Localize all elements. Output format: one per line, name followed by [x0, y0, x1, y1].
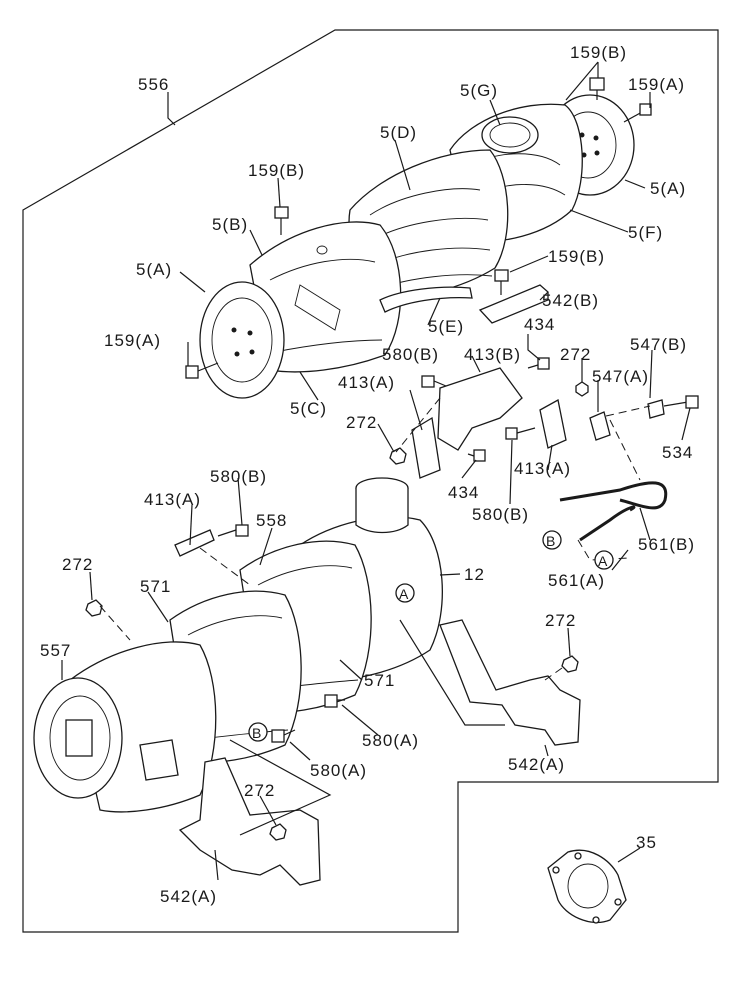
- label-159b-top: 159(B): [570, 43, 627, 62]
- label-272-e: 272: [244, 781, 275, 800]
- bracket-413a-right: [539, 398, 567, 449]
- bolt-434-bot: [467, 449, 486, 462]
- bolt-580a-b: [271, 729, 296, 743]
- bracket-542a-right: [439, 619, 581, 746]
- clamp-5e: [379, 286, 473, 313]
- leader-lines: [61, 61, 691, 881]
- bolt-159b-top: [589, 77, 605, 100]
- bracket-542b: [478, 284, 549, 324]
- callout-labels: 556 159(B) 159(A) 5(G) 5(D) 5(A) 5(F) 15…: [40, 43, 695, 906]
- assembly-frame: [22, 29, 719, 933]
- pipe-561b: [559, 481, 668, 510]
- end-flange-left: [199, 281, 285, 399]
- label-556: 556: [138, 75, 169, 94]
- marker-b-body: B: [252, 725, 262, 741]
- label-35: 35: [636, 833, 657, 852]
- label-5d: 5(D): [380, 123, 417, 142]
- label-413a-c: 413(A): [144, 490, 201, 509]
- pipe-561a: [579, 505, 636, 542]
- label-580a-b: 580(A): [310, 761, 367, 780]
- bolt-580b-c: [217, 524, 249, 537]
- label-434-top: 434: [524, 315, 555, 334]
- bolt-159a-top: [623, 103, 652, 123]
- label-413a-a: 413(A): [338, 373, 395, 392]
- inlet-port: [139, 739, 179, 781]
- bolt-434-top: [527, 357, 550, 370]
- label-580a-a: 580(A): [362, 731, 419, 750]
- label-272-b: 272: [346, 413, 377, 432]
- upper-dpf-assembly: [185, 77, 652, 399]
- label-542a-right: 542(A): [508, 755, 565, 774]
- label-580b-a: 580(B): [382, 345, 439, 364]
- bolt-580a-a: [324, 694, 345, 708]
- label-434-bot: 434: [448, 483, 479, 502]
- label-571-b: 571: [364, 671, 395, 690]
- label-571-a: 571: [140, 577, 171, 596]
- label-5a-left: 5(A): [136, 260, 172, 279]
- clip-547b: [647, 399, 665, 419]
- label-534: 534: [662, 443, 693, 462]
- label-272-a: 272: [560, 345, 591, 364]
- label-159a-left: 159(A): [104, 331, 161, 350]
- gasket-35: [547, 849, 627, 924]
- bracket-413a-left: [411, 416, 441, 479]
- label-547a: 547(A): [592, 367, 649, 386]
- label-580b-c: 580(B): [210, 467, 267, 486]
- label-557: 557: [40, 641, 71, 660]
- label-561a: 561(A): [548, 571, 605, 590]
- label-580b-b: 580(B): [472, 505, 529, 524]
- label-413b: 413(B): [464, 345, 521, 364]
- label-159b-right: 159(B): [548, 247, 605, 266]
- label-272-c: 272: [62, 555, 93, 574]
- marker-a-pipe: A: [598, 553, 608, 569]
- nut-272-c: [85, 599, 103, 617]
- label-159b-mid: 159(B): [248, 161, 305, 180]
- marker-a-body: A: [399, 586, 409, 602]
- bracket-413b: [437, 367, 523, 451]
- bracket-413a-lower: [174, 529, 215, 557]
- label-5b: 5(B): [212, 215, 248, 234]
- label-5e: 5(E): [428, 317, 464, 336]
- label-5g: 5(G): [460, 81, 498, 100]
- label-5a-right: 5(A): [650, 179, 686, 198]
- label-159a-top: 159(A): [628, 75, 685, 94]
- bolt-580b-b: [505, 427, 536, 440]
- label-272-d: 272: [545, 611, 576, 630]
- marker-b-pipe: B: [546, 533, 556, 549]
- shell-5b: [249, 221, 402, 373]
- nut-272-b: [575, 381, 589, 397]
- label-542a-left: 542(A): [160, 887, 217, 906]
- label-12: 12: [464, 565, 485, 584]
- label-5f: 5(F): [628, 223, 663, 242]
- mid-brackets: [389, 357, 699, 561]
- clip-547a: [589, 411, 611, 441]
- bolt-159a-left: [185, 362, 219, 379]
- bolt-159b-mid: [274, 206, 289, 235]
- bolt-159b-right: [494, 269, 509, 295]
- bolt-580b-a: [421, 375, 447, 388]
- label-561b: 561(B): [638, 535, 695, 554]
- label-542b: 542(B): [542, 291, 599, 310]
- lower-dpf-assembly: [33, 477, 581, 886]
- nut-272-e: [269, 823, 287, 841]
- nut-272-d: [561, 655, 579, 673]
- bolt-534: [663, 395, 699, 409]
- reference-markers: A A B B: [248, 530, 614, 742]
- label-5c: 5(C): [290, 399, 327, 418]
- label-547b: 547(B): [630, 335, 687, 354]
- label-413a-b: 413(A): [514, 459, 571, 478]
- label-558: 558: [256, 511, 287, 530]
